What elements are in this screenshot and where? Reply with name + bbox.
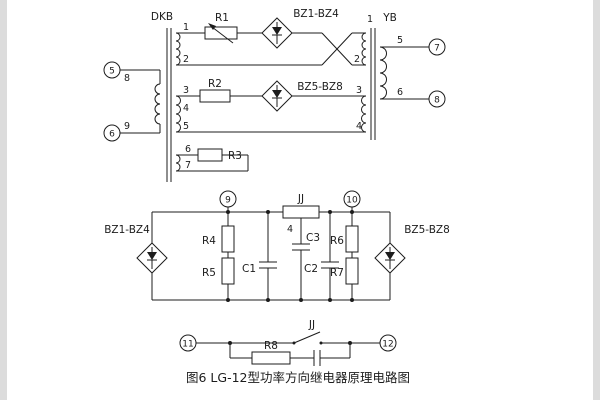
- label-r3: R3: [228, 150, 242, 162]
- diode-icon: [147, 252, 157, 260]
- label-bz5-bz8-top: BZ5-BZ8: [297, 81, 343, 93]
- resistor-r6: [345, 225, 359, 253]
- tap-dkb-9: 9: [124, 121, 130, 132]
- dkb-winding-8-9: [154, 83, 161, 125]
- tap-yb-4: 4: [356, 121, 362, 132]
- label-bz1-bz4-mid: BZ1-BZ4: [104, 224, 150, 236]
- jj-relay-coil: [282, 205, 320, 219]
- junction-dots: [226, 210, 354, 345]
- bridge-bz1-bz4-mid: [136, 242, 168, 274]
- dkb-winding-3-4-5: [175, 95, 181, 133]
- r1-adjust-arrow: [211, 26, 234, 44]
- resistor-r7: [345, 257, 359, 285]
- terminal-8: [428, 90, 446, 108]
- left-border: [0, 0, 7, 400]
- bridge-bz5-bz8-top: [261, 80, 293, 112]
- tap-dkb-1: 1: [183, 22, 189, 33]
- label-bz1-bz4-top: BZ1-BZ4: [293, 8, 339, 20]
- label-bz5-bz8-mid: BZ5-BZ8: [404, 224, 450, 236]
- label-node-4: 4: [287, 224, 293, 235]
- terminal-11: [179, 334, 197, 352]
- label-r2: R2: [208, 78, 222, 90]
- terminal-10: [343, 190, 361, 208]
- label-r4: R4: [202, 235, 216, 247]
- terminal-12: [379, 334, 397, 352]
- label-r1: R1: [215, 12, 229, 24]
- tap-yb-5: 5: [397, 35, 403, 46]
- tap-dkb-4: 4: [183, 103, 189, 114]
- terminal-7-number: 7: [434, 44, 440, 54]
- terminal-9: [219, 190, 237, 208]
- tap-dkb-7: 7: [185, 160, 191, 171]
- terminal-11-number: 11: [182, 340, 193, 350]
- bridge-bz1-bz4-top: [261, 17, 293, 49]
- tap-dkb-8: 8: [124, 73, 130, 84]
- r1-arrowhead-icon: [208, 23, 216, 30]
- label-r6: R6: [330, 235, 344, 247]
- label-c1: C1: [242, 263, 256, 275]
- tap-dkb-2: 2: [183, 54, 189, 65]
- tap-yb-6: 6: [397, 87, 403, 98]
- diode-icon: [272, 27, 282, 35]
- terminal-6-number: 6: [109, 130, 115, 140]
- tap-yb-1: 1: [367, 14, 373, 25]
- label-r5: R5: [202, 267, 216, 279]
- resistor-r2: [199, 89, 231, 103]
- tap-yb-3: 3: [356, 85, 362, 96]
- label-jj-coil: JJ: [297, 193, 304, 205]
- terminal-10-number: 10: [346, 196, 358, 206]
- wire-crossing: [321, 32, 353, 66]
- terminal-6: [103, 124, 121, 142]
- resistor-r5: [221, 257, 235, 285]
- yb-winding-5-6: [379, 46, 387, 100]
- tap-dkb-3: 3: [183, 85, 189, 96]
- terminal-7: [428, 38, 446, 56]
- terminal-5: [103, 61, 121, 79]
- terminal-8-number: 8: [434, 96, 440, 106]
- jj-contact-blade: [293, 331, 321, 344]
- label-c2: C2: [304, 263, 318, 275]
- label-r8: R8: [264, 340, 278, 352]
- dkb-winding-1-2: [175, 32, 181, 66]
- right-border: [593, 0, 600, 400]
- diode-icon: [272, 90, 282, 98]
- tap-dkb-6: 6: [185, 144, 191, 155]
- resistor-r1: [204, 26, 238, 40]
- label-c3: C3: [306, 232, 320, 244]
- resistor-r8: [251, 351, 291, 365]
- diode-icon: [385, 252, 395, 260]
- label-jj-contact: JJ: [308, 319, 315, 331]
- terminal-12-number: 12: [382, 340, 393, 350]
- yb-winding-3-4: [361, 95, 367, 133]
- terminal-5-number: 5: [109, 67, 115, 77]
- dkb-winding-6-7: [175, 154, 181, 172]
- label-dkb: DKB: [151, 11, 173, 23]
- yb-winding-1-2: [361, 32, 367, 66]
- tap-dkb-5: 5: [183, 121, 189, 132]
- tap-yb-2: 2: [354, 54, 360, 65]
- bridge-bz5-bz8-mid: [374, 242, 406, 274]
- resistor-r3: [197, 148, 223, 162]
- wiring: [120, 28, 429, 366]
- terminal-9-number: 9: [225, 196, 231, 206]
- figure-caption: 图6 LG-12型功率方向继电器原理电路图: [186, 370, 410, 385]
- label-r7: R7: [330, 267, 344, 279]
- label-yb: YB: [382, 12, 397, 24]
- resistor-r4: [221, 225, 235, 253]
